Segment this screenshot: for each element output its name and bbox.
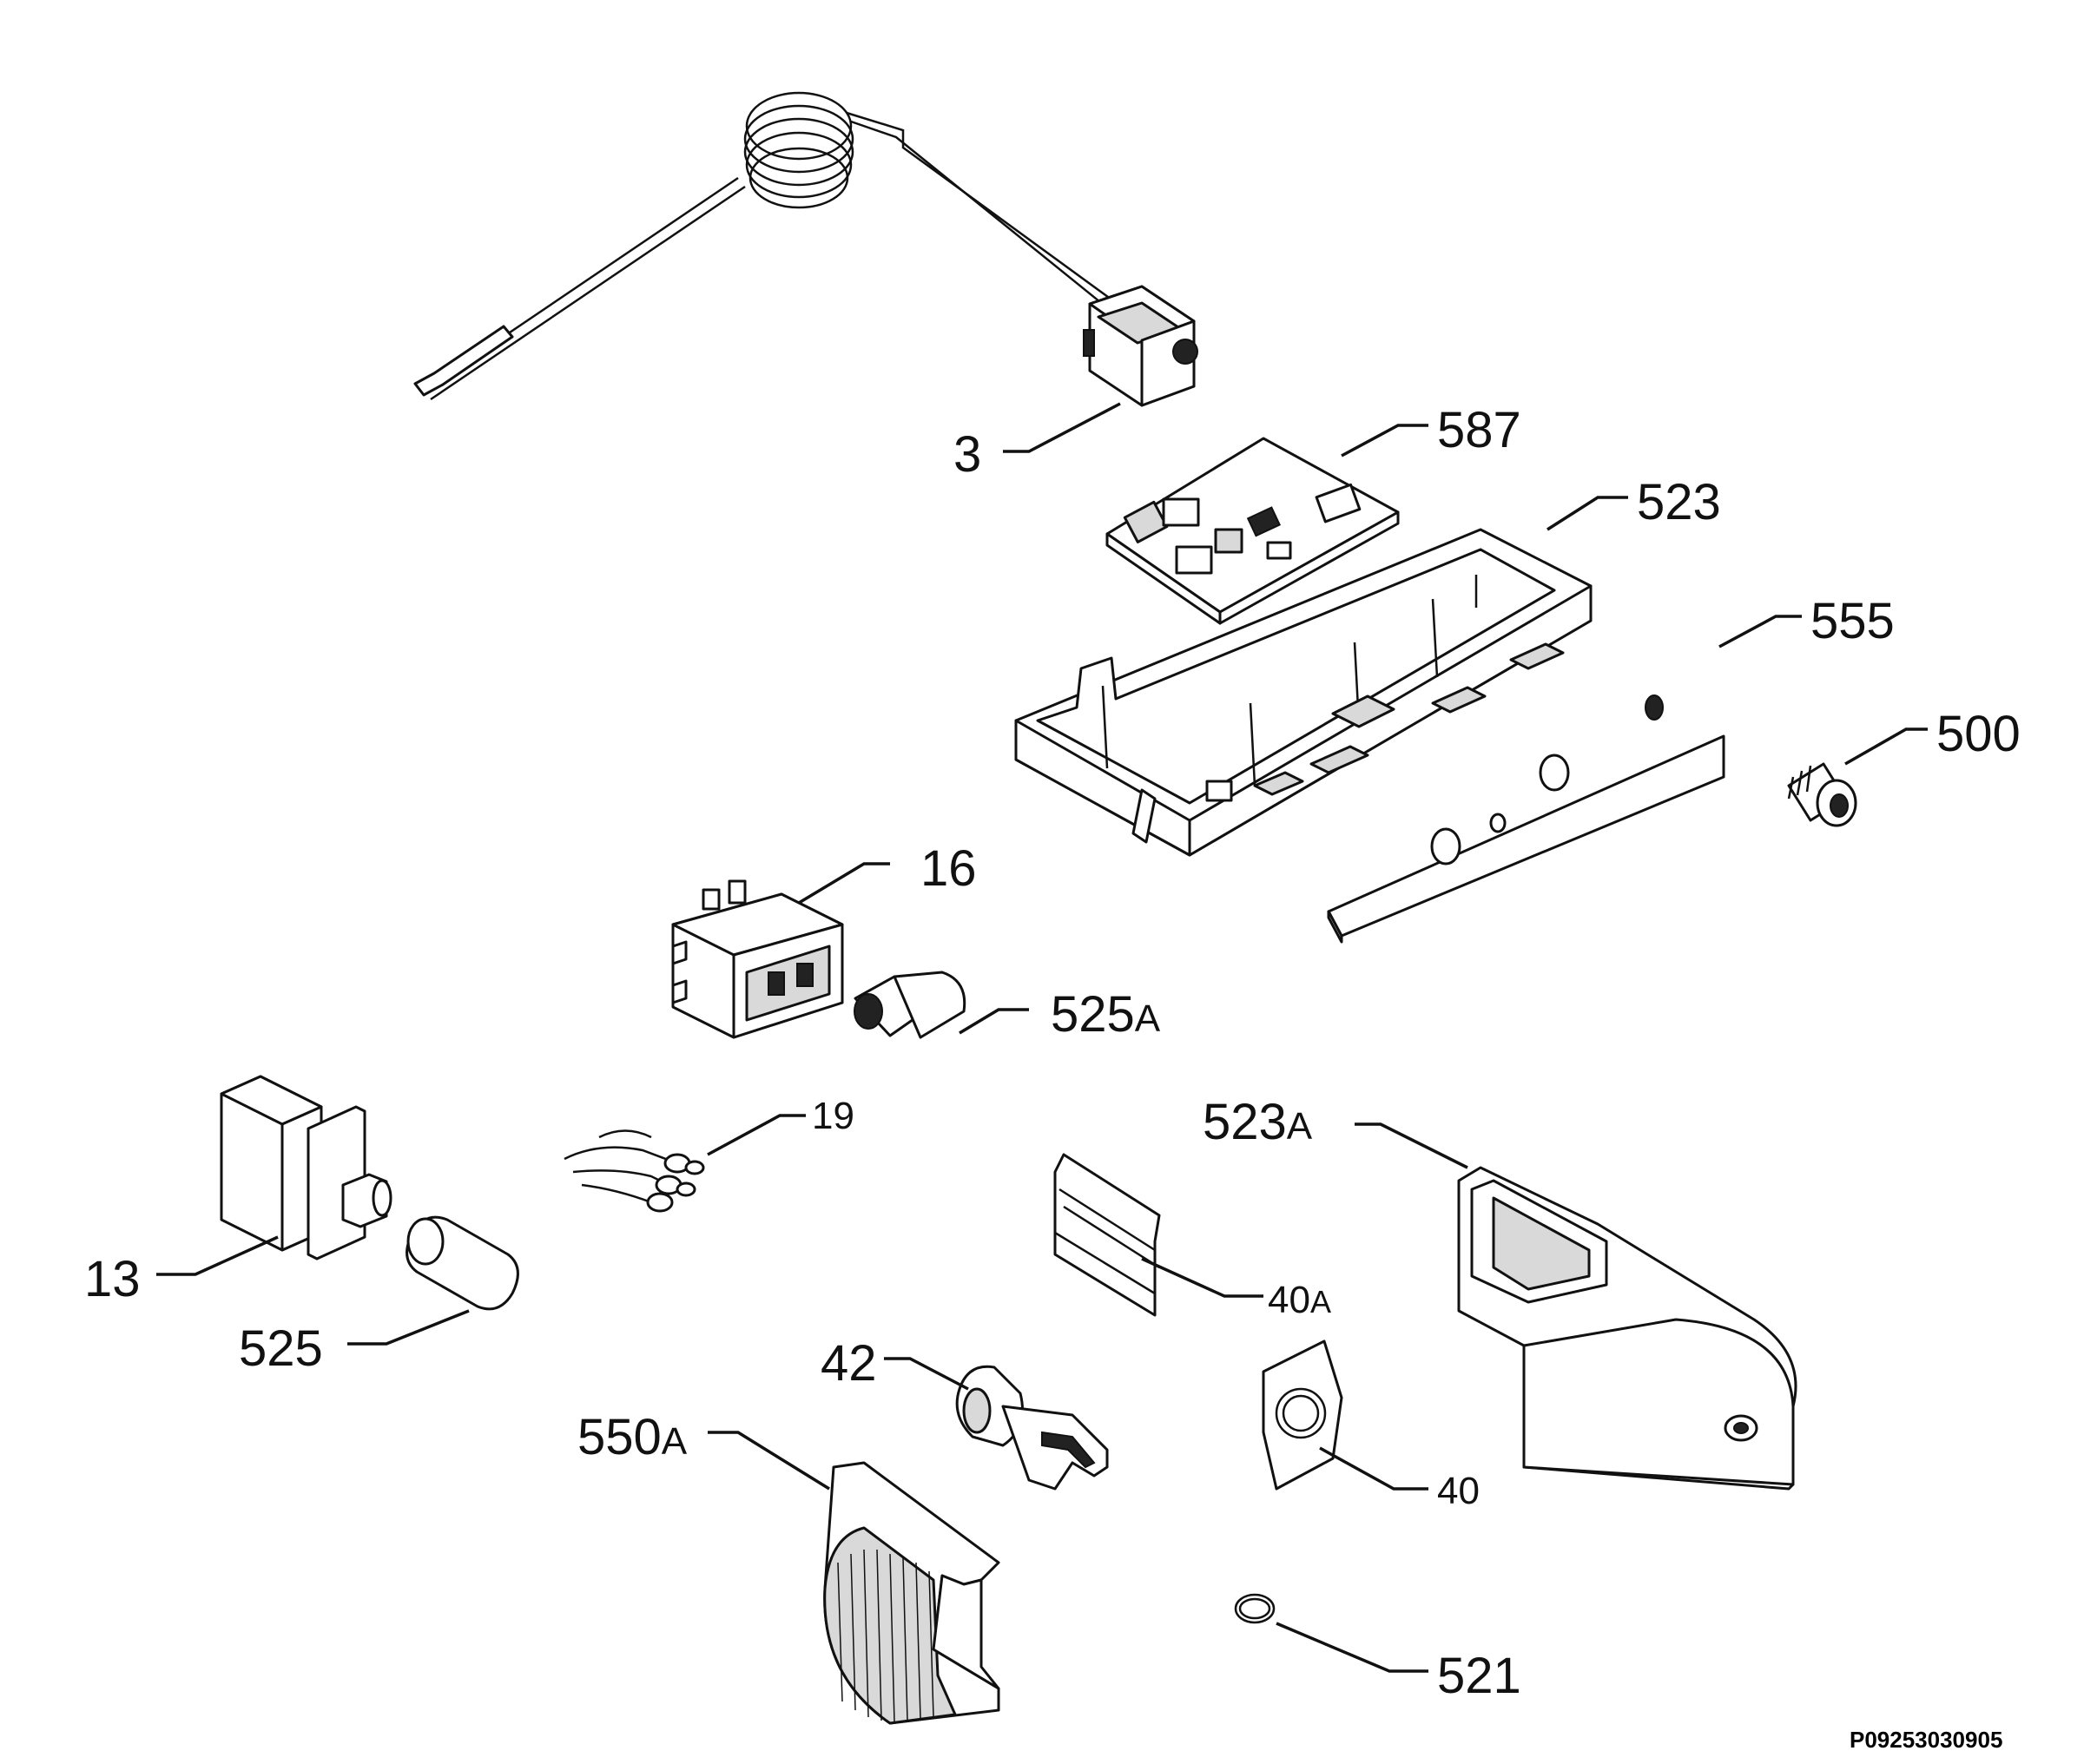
callout-521: 521 — [1437, 1648, 1521, 1704]
callout-40a-number: 40 — [1268, 1279, 1310, 1321]
part-cover-523a — [1457, 1166, 1797, 1491]
callout-550a: 550A — [577, 1409, 688, 1465]
part-panel-555 — [1327, 694, 1725, 944]
part-bracket-40a — [1053, 1153, 1161, 1317]
leader-lines — [156, 402, 1928, 1673]
part-gasket-40 — [1262, 1339, 1343, 1491]
callout-523a-number: 523 — [1203, 1094, 1287, 1150]
callout-525a: 525A — [1051, 986, 1161, 1043]
callout-16: 16 — [920, 840, 977, 897]
part-switch-16 — [671, 879, 844, 1039]
part-switch-13 — [220, 1075, 392, 1260]
callout-40a-suffix: A — [1310, 1284, 1331, 1320]
callout-523a: 523A — [1203, 1094, 1313, 1150]
callout-525a-suffix: A — [1135, 997, 1161, 1040]
part-connectors-19 — [564, 1129, 705, 1213]
callout-40: 40 — [1437, 1470, 1480, 1512]
callout-587: 587 — [1437, 402, 1521, 458]
callout-42: 42 — [821, 1335, 877, 1392]
callout-523: 523 — [1637, 474, 1721, 530]
callout-550a-number: 550 — [577, 1409, 662, 1465]
part-oring-521 — [1234, 1593, 1276, 1624]
part-knob-500 — [1787, 762, 1857, 827]
diagram-code: P09253030905 — [1850, 1727, 2002, 1753]
callout-555: 555 — [1810, 593, 1895, 649]
part-bulb-525a — [854, 971, 966, 1039]
callout-40a: 40A — [1268, 1279, 1331, 1321]
part-bulb-525 — [406, 1215, 519, 1311]
callout-19: 19 — [812, 1095, 854, 1137]
part-housing-523 — [1014, 528, 1593, 857]
callout-525: 525 — [239, 1320, 323, 1377]
callout-13: 13 — [84, 1251, 141, 1307]
callout-3: 3 — [953, 426, 981, 483]
part-pcb-587 — [1105, 437, 1400, 625]
callout-525a-number: 525 — [1051, 986, 1135, 1043]
part-thermostat — [413, 91, 1198, 407]
part-cover-550a — [823, 1461, 1000, 1725]
callout-523a-suffix: A — [1287, 1105, 1313, 1148]
callout-550a-suffix: A — [662, 1420, 688, 1463]
part-lampholder-42 — [955, 1365, 1109, 1491]
callout-500: 500 — [1936, 706, 2021, 762]
